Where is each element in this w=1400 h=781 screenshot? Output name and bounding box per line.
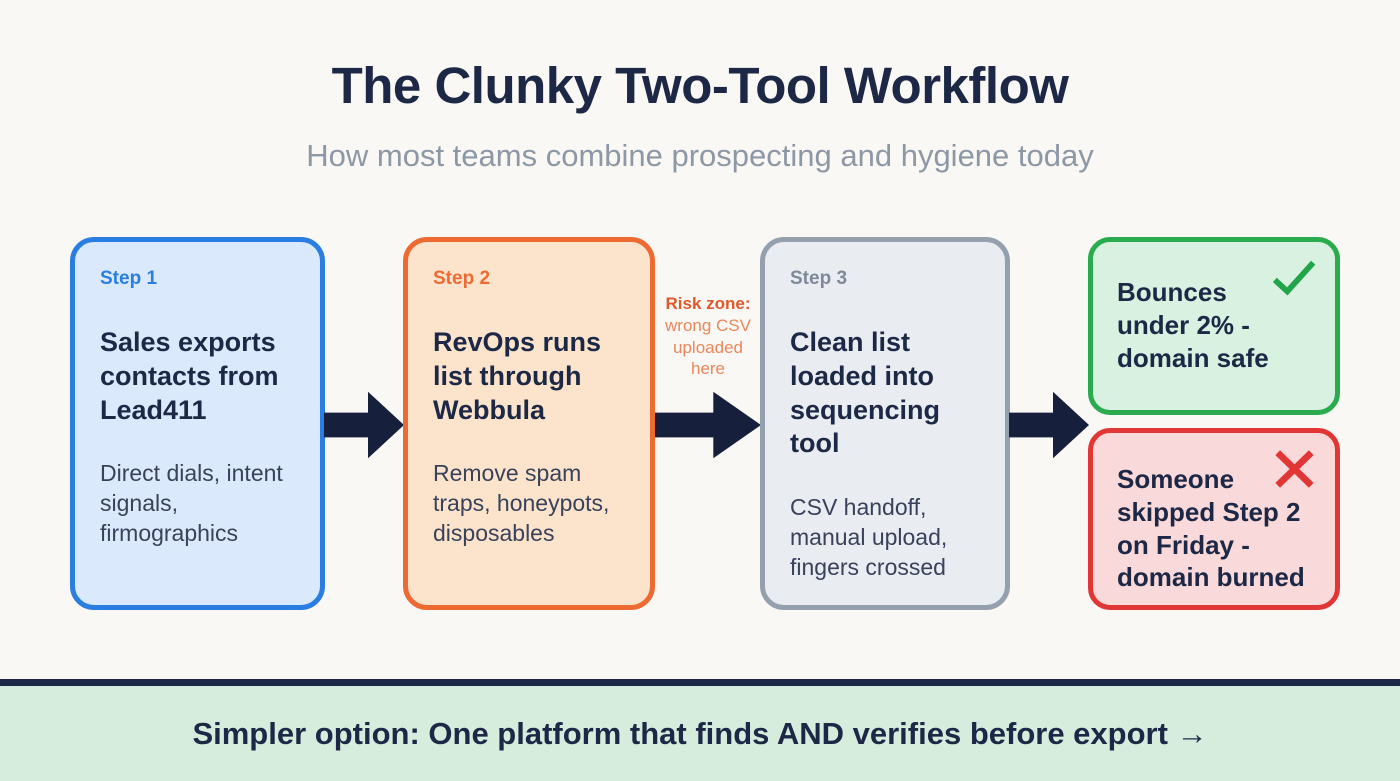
flow-arrow-icon — [1009, 391, 1089, 459]
cross-icon — [1275, 450, 1314, 488]
step-2-heading: RevOps runs list through Webbula — [433, 327, 602, 425]
check-icon — [1272, 260, 1316, 296]
outcome-failure-heading: Someone skipped Step 2 on Friday - domai… — [1117, 464, 1305, 593]
step-3-card: Step 3 Clean list loaded into sequencing… — [760, 237, 1010, 610]
footer-cta-text: Simpler option: One platform that finds … — [192, 715, 1208, 751]
outcome-failure-card: Someone skipped Step 2 on Friday - domai… — [1088, 428, 1340, 610]
step-1-card: Step 1 Sales exports contacts from Lead4… — [70, 237, 325, 610]
step-1-heading: Sales exports contacts from Lead411 — [100, 327, 279, 425]
risk-zone-line: wrong CSV — [665, 315, 751, 335]
risk-zone-note: Risk zone: wrong CSV uploaded here — [650, 293, 766, 380]
page-subtitle: How most teams combine prospecting and h… — [306, 138, 1094, 173]
step-3-detail: CSV handoff, manual upload, fingers cros… — [790, 494, 948, 580]
step-1-label: Step 1 — [100, 268, 158, 289]
step-1-detail: Direct dials, intent signals, firmograph… — [100, 460, 283, 547]
step-3-heading: Clean list loaded into sequencing tool — [790, 327, 941, 459]
step-2-detail: Remove spam traps, honeypots, disposable… — [433, 460, 610, 547]
risk-zone-line: here — [690, 359, 726, 379]
step-3-label: Step 3 — [790, 268, 848, 289]
flow-arrow-icon — [655, 391, 761, 459]
step-2-label: Step 2 — [433, 268, 491, 289]
step-2-card: Step 2 RevOps runs list through Webbula … — [403, 237, 655, 610]
page-title: The Clunky Two-Tool Workflow — [331, 57, 1069, 114]
footer-banner: Simpler option: One platform that finds … — [0, 679, 1400, 781]
outcome-success-heading: Bounces under 2% - domain safe — [1117, 277, 1269, 373]
risk-zone-line: uploaded — [673, 337, 743, 357]
flow-arrow-icon — [324, 391, 404, 459]
risk-zone-label: Risk zone: — [665, 294, 751, 313]
outcome-success-card: Bounces under 2% - domain safe — [1088, 237, 1340, 415]
